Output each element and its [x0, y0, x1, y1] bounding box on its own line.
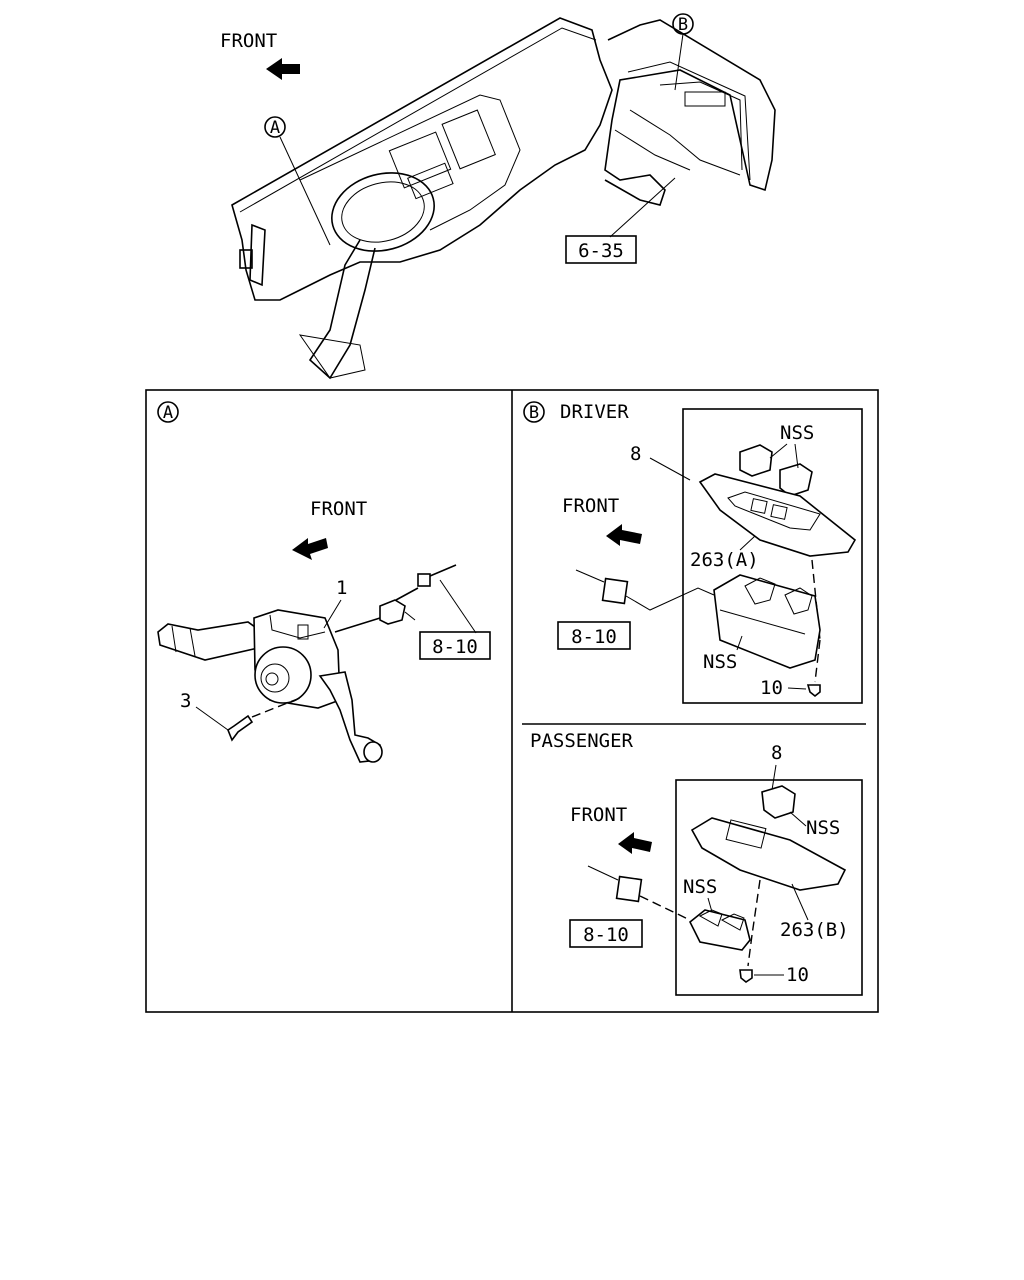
passenger-screw-icon: [739, 969, 753, 983]
passenger-front-label: FRONT: [570, 804, 627, 826]
panel-b-driver: B DRIVER NSS 263(A) NSS 10 8 FRONT: [523, 401, 863, 704]
panel-a-part-3: 3: [180, 690, 191, 712]
passenger-inset-box: [675, 779, 863, 996]
driver-ref-box-label: 8-10: [571, 626, 617, 648]
steering-wheel: [331, 172, 435, 252]
passenger-part-10: 10: [786, 964, 809, 986]
passenger-nss-left: NSS: [683, 876, 717, 898]
panel-a-front-arrow-icon: [292, 538, 328, 560]
top-ref-box-label: 6-35: [578, 240, 624, 262]
callout-a-icon: [264, 116, 286, 138]
driver-trim-panel: [698, 473, 857, 557]
screw-icon: [227, 714, 254, 742]
driver-front-label: FRONT: [562, 495, 619, 517]
panel-b-callout-icon: [523, 401, 545, 423]
driver-part-10: 10: [760, 677, 783, 699]
driver-nss-top: NSS: [780, 422, 814, 444]
panel-a-callout-icon: [157, 401, 179, 423]
driver-inset-box: [682, 408, 863, 704]
passenger-trim-panel: [690, 817, 847, 891]
driver-switch-knob-2: [779, 463, 813, 497]
passenger-front-arrow-icon: [618, 832, 652, 854]
panel-b-passenger: PASSENGER 8 NSS 263(B) NSS 10 FRONT 8-10: [530, 730, 863, 996]
driver-part-263a: 263(A): [690, 549, 759, 571]
driver-part-8: 8: [630, 443, 641, 465]
passenger-title: PASSENGER: [530, 730, 634, 752]
passenger-switch-module: [688, 909, 751, 951]
top-view: FRONT A B 6-35: [220, 13, 776, 380]
panel-a-ref-box-label: 8-10: [432, 636, 478, 658]
passenger-nss-right: NSS: [806, 817, 840, 839]
driver-nss-bottom: NSS: [703, 651, 737, 673]
passenger-part-8: 8: [771, 742, 782, 764]
ref-box-6-35: [565, 235, 637, 264]
front-arrow-icon: [266, 58, 300, 80]
panel-a-callout: A: [163, 403, 173, 423]
top-callout-b: B: [678, 15, 688, 35]
top-callout-a: A: [270, 118, 280, 138]
door-panel: [604, 19, 776, 206]
passenger-ref-box: [569, 919, 643, 948]
driver-screw-icon: [806, 684, 821, 698]
driver-ref-box: [557, 621, 631, 650]
combination-switch-left-lever: [157, 621, 263, 661]
passenger-ref-box-label: 8-10: [583, 924, 629, 946]
driver-switch-module: [713, 574, 821, 669]
passenger-part-263b: 263(B): [780, 919, 849, 941]
driver-switch-knob-1: [739, 444, 773, 477]
driver-front-arrow-icon: [606, 524, 642, 546]
dashboard-outline: [231, 17, 613, 301]
panel-b-callout: B: [529, 403, 539, 423]
passenger-switch-knob: [761, 785, 796, 819]
panel-a-front-label: FRONT: [310, 498, 367, 520]
panel-a: A FRONT 1 3 8-10: [157, 401, 491, 763]
panel-a-ref-box: [419, 631, 491, 660]
panel-a-part-1: 1: [336, 577, 347, 599]
top-front-label: FRONT: [220, 30, 277, 52]
driver-title: DRIVER: [560, 401, 629, 423]
